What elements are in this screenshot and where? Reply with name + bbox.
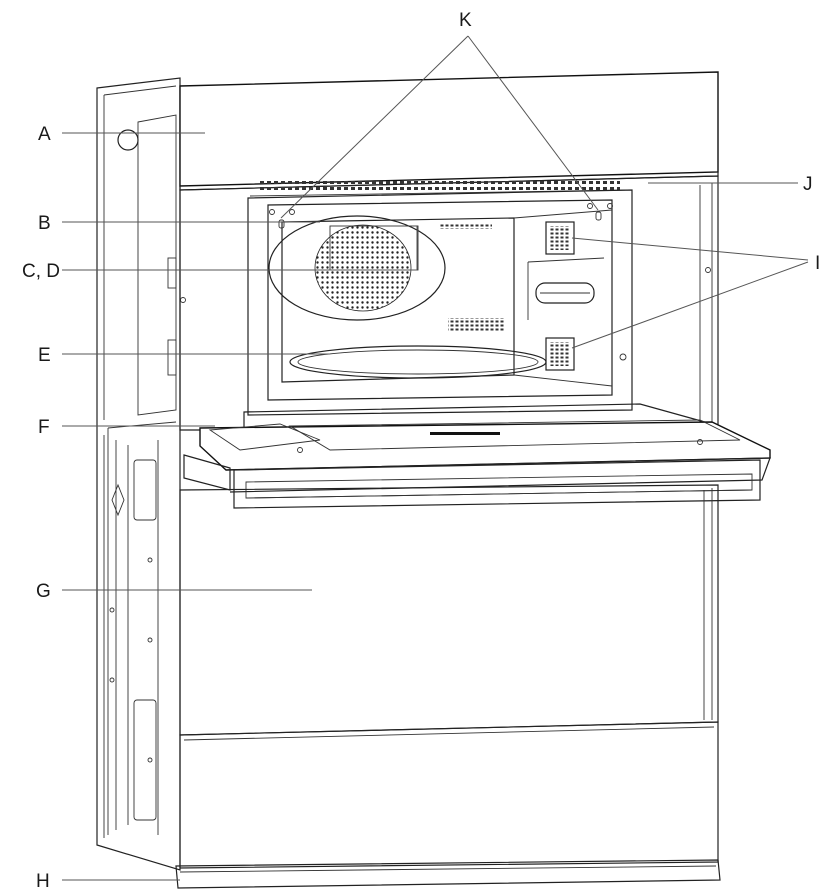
leader-lines: [62, 35, 809, 881]
rack-support-lower: [545, 337, 575, 371]
label-k: K: [459, 10, 472, 31]
waveguide-grille: [448, 318, 504, 332]
fan-grille: [314, 224, 412, 312]
label-j: J: [803, 174, 813, 195]
oven-door-open: [183, 403, 771, 509]
turntable: [289, 345, 547, 379]
label-c-d: C, D: [22, 261, 60, 282]
k-fastener-left: [278, 219, 285, 229]
door-handle: [233, 459, 761, 509]
k-fastener-right: [595, 211, 602, 221]
label-g: G: [36, 581, 51, 602]
oven-cavity: [267, 199, 627, 401]
label-a: A: [38, 124, 51, 145]
fan-cover: [268, 215, 446, 321]
label-h: H: [36, 871, 50, 892]
label-i: I: [815, 253, 820, 274]
control-panel: [179, 71, 719, 191]
label-b: B: [38, 213, 51, 234]
side-rail: [535, 282, 595, 304]
label-e: E: [38, 345, 51, 366]
vent-strip: [260, 181, 620, 191]
lower-oven-body: [179, 484, 719, 869]
bottom-trim: [175, 859, 721, 889]
microwave-frame: [179, 175, 719, 431]
lower-panel: [179, 721, 719, 869]
cabinet-side-panel: [96, 77, 186, 871]
label-f: F: [38, 417, 50, 438]
